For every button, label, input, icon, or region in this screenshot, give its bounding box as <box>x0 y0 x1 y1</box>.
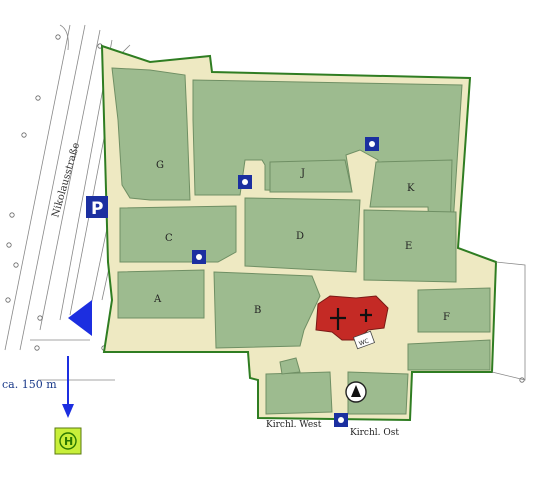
chapel-icon: WC <box>315 295 389 350</box>
field-b <box>213 271 321 349</box>
label-f: F <box>443 312 450 323</box>
tap-marker-top <box>365 137 379 151</box>
entrance-arrow-icon <box>68 300 92 336</box>
field-f <box>417 287 491 333</box>
field-j <box>269 159 353 193</box>
label-g: G <box>156 160 164 171</box>
bell-icon <box>345 381 367 403</box>
outer-lines-right <box>491 261 526 381</box>
label-k: K <box>407 183 415 194</box>
label-c: C <box>165 233 173 244</box>
field-d <box>244 197 361 273</box>
field-c <box>119 205 237 263</box>
tap-marker-lower <box>334 413 348 427</box>
label-a: A <box>153 294 162 305</box>
cross-icon <box>330 308 372 330</box>
tap-marker-j <box>238 175 252 189</box>
wc-label: WC <box>358 338 370 348</box>
field-a <box>117 269 205 319</box>
label-b: B <box>254 305 261 316</box>
parking-letter: P <box>91 199 103 219</box>
field-g <box>111 67 191 201</box>
field-center-small <box>279 357 301 375</box>
parking-sign-icon: P <box>86 196 108 219</box>
street-name: Nikolausstraße <box>50 141 82 218</box>
wc-box <box>352 330 376 350</box>
bus-stop-letter: H <box>64 435 73 448</box>
distance-label: ca. 150 m <box>2 378 57 391</box>
label-kirchl-west: Kirchl. West <box>266 420 322 430</box>
label-kirchl-ost: Kirchl. Ost <box>350 428 399 438</box>
fields <box>111 67 491 415</box>
tap-marker-c <box>192 250 206 264</box>
field-e <box>363 209 457 283</box>
bus-stop-icon: H <box>54 427 82 455</box>
label-e: E <box>405 241 412 252</box>
field-kirchl-west <box>265 371 333 415</box>
south-arrow-icon <box>62 356 74 418</box>
field-lower-right <box>407 339 491 371</box>
water-tap-icon <box>192 137 379 427</box>
label-d: D <box>296 231 304 242</box>
label-j: J <box>300 168 305 179</box>
field-kirchl-ost <box>347 371 409 415</box>
